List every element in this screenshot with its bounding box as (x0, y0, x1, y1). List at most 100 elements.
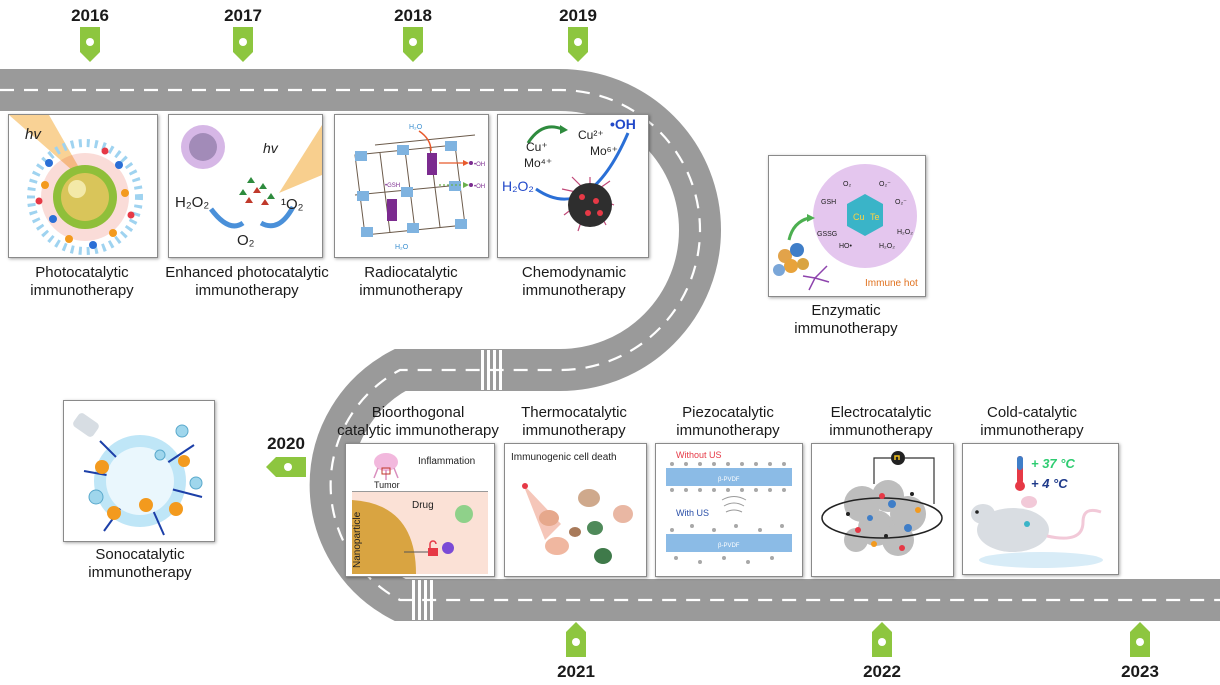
caption-line: immunotherapy (522, 282, 626, 299)
caption-line: Enzymatic (811, 302, 881, 319)
pvdf-label-1: β-PVDF (718, 477, 740, 483)
o2-minus-label-1: O₂⁻ (879, 181, 891, 188)
caption-line: immunotherapy (794, 320, 898, 337)
tumor-label: Tumor (374, 480, 400, 490)
drug-label: Drug (412, 500, 434, 511)
ho-label: HO• (839, 243, 853, 250)
o2-minus-label-2: O₂⁻ (895, 199, 907, 206)
caption-radiocatalytic: Radiocatalytic immunotherapy (311, 264, 511, 300)
caption-thermocatalytic: Thermocatalytic immunotherapy (474, 404, 674, 440)
gsh-label: •GSH (385, 183, 400, 189)
marker-2017-icon (233, 27, 253, 62)
singlet-oxygen-label: ¹O₂ (281, 196, 304, 213)
caption-line: catalytic immunotherapy (337, 422, 499, 439)
h2o2-label: H₂O₂ (175, 194, 209, 211)
oh-label-2: •OH (474, 184, 485, 190)
year-2023: 2023 (1121, 662, 1159, 681)
oh-label-1: •OH (474, 162, 485, 168)
o2-label: O₂ (843, 181, 851, 188)
gssg-label: GSSG (817, 231, 837, 238)
inflammation-label: Inflammation (418, 456, 475, 467)
h2o2-label-b: H₂O₂ (879, 243, 895, 250)
caption-electrocatalytic: Electrocatalytic immunotherapy (781, 404, 981, 440)
caption-line: Electrocatalytic (830, 404, 932, 421)
h2o2-label: H₂O₂ (502, 178, 534, 194)
year-2016: 2016 (71, 6, 109, 25)
year-2019: 2019 (559, 6, 597, 25)
nanoparticle-label: Nanoparticle (352, 511, 363, 568)
marker-2023-icon (1130, 622, 1150, 657)
year-2020: 2020 (267, 434, 305, 453)
caption-enzymatic: Enzymatic immunotherapy (746, 302, 946, 338)
caption-line: immunotherapy (980, 422, 1084, 439)
pvdf-label-2: β-PVDF (718, 543, 740, 549)
h2o-bottom-label: H₂O (395, 244, 409, 251)
panel-piezocatalytic: Without US β-PVDF With US β-PVDF (655, 443, 803, 577)
panel-sonocatalytic (63, 400, 215, 542)
mo6-label: Mo⁶⁺ (590, 144, 618, 158)
panel-electrocatalytic (811, 443, 954, 577)
immune-hot-label: Immune hot (865, 278, 918, 289)
h2o2-label-a: H₂O₂ (897, 229, 913, 236)
panel-cold-catalytic: + 37 °C + 4 °C (962, 443, 1119, 575)
caption-line: Thermocatalytic (521, 404, 627, 421)
caption-line: Enhanced photocatalytic (165, 264, 329, 281)
caption-line: Bioorthogonal (371, 404, 465, 421)
crosswalk-2 (481, 350, 502, 390)
caption-line: Cold-catalytic (986, 404, 1078, 421)
year-2018: 2018 (394, 6, 432, 25)
te-label: Te (870, 212, 880, 222)
panel-photocatalytic: hv (8, 114, 158, 258)
gsh-label: GSH (821, 199, 836, 206)
caption-cold-catalytic: Cold-catalytic immunotherapy (932, 404, 1132, 440)
marker-2022-icon (872, 622, 892, 657)
cu-label: Cu (853, 212, 865, 222)
year-2021: 2021 (557, 662, 595, 681)
caption-piezocatalytic: Piezocatalytic immunotherapy (628, 404, 828, 440)
caption-line: Photocatalytic (35, 264, 129, 281)
year-2022: 2022 (863, 662, 901, 681)
marker-2019-icon (568, 27, 588, 62)
caption-bioorthogonal: Bioorthogonal catalytic immunotherapy (318, 404, 518, 440)
caption-enhanced: Enhanced photocatalytic immunotherapy (132, 264, 362, 300)
caption-chemodynamic: Chemodynamic immunotherapy (474, 264, 674, 300)
caption-line: immunotherapy (359, 282, 463, 299)
caption-sonocatalytic: Sonocatalytic immunotherapy (40, 546, 240, 582)
caption-line: Radiocatalytic (364, 264, 458, 281)
o2-label: O₂ (237, 232, 255, 249)
panel-enhanced-photocatalytic: hv H₂O₂ ¹O₂ O₂ (168, 114, 323, 258)
caption-line: Chemodynamic (521, 264, 627, 281)
caption-line: immunotherapy (30, 282, 134, 299)
marker-2016-icon (80, 27, 100, 62)
caption-line: Piezocatalytic (682, 404, 774, 421)
marker-2018-icon (403, 27, 423, 62)
marker-2021-icon (566, 622, 586, 657)
caption-photocatalytic: Photocatalytic immunotherapy (0, 264, 182, 300)
mo4-label: Mo⁴⁺ (524, 156, 552, 170)
hv-label: hv (263, 140, 279, 156)
oh-label: •OH (610, 116, 636, 132)
caption-line: immunotherapy (195, 282, 299, 299)
caption-line: immunotherapy (676, 422, 780, 439)
panel-radiocatalytic: H₂O •OH •OH •GSH H₂O (334, 114, 489, 258)
icd-label: Immunogenic cell death (511, 452, 617, 463)
road-lane-markings (0, 88, 1220, 602)
panel-thermocatalytic: Immunogenic cell death (504, 443, 647, 577)
year-2017: 2017 (224, 6, 262, 25)
with-us-label: With US (676, 508, 709, 518)
panel-chemodynamic: Cu⁺ Mo⁴⁺ Cu²⁺ Mo⁶⁺ •OH H₂O₂ (497, 114, 649, 258)
panel-enzymatic: Cu Te O₂ O₂⁻ GSH O₂⁻ GSSG H₂O₂ HO• H₂O₂ … (768, 155, 926, 297)
temp-cold-label: + 4 °C (1031, 476, 1068, 491)
cu2-label: Cu²⁺ (578, 128, 604, 142)
cu1-label: Cu⁺ (526, 140, 548, 154)
crosswalk-3 (412, 580, 433, 620)
panel-bioorthogonal: Inflammation Tumor Nanoparticle Drug (345, 443, 495, 577)
without-us-label: Without US (676, 450, 722, 460)
crosswalk-1 (722, 205, 762, 226)
marker-2020-icon (266, 457, 306, 477)
hv-label: hv (25, 126, 42, 143)
temp-hot-label: + 37 °C (1031, 456, 1075, 471)
h2o-top-label: H₂O (409, 124, 423, 131)
caption-line: Sonocatalytic (95, 546, 185, 563)
